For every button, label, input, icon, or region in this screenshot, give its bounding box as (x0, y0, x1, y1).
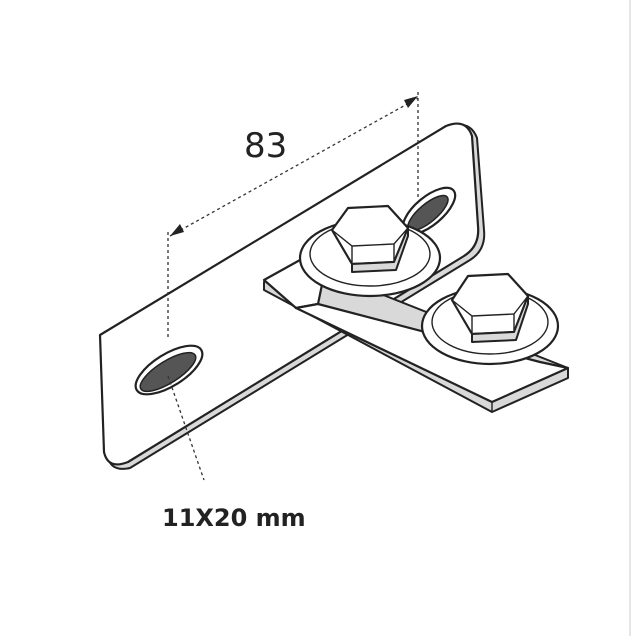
length-dimension-label: 83 (244, 126, 287, 166)
slot-dimension-label: 11X20 mm (162, 504, 306, 532)
slot-left (134, 344, 204, 396)
dimension-83 (167, 92, 419, 340)
arrowhead-left (170, 224, 184, 236)
slot-right (401, 186, 457, 236)
arrowhead-right (404, 96, 418, 108)
bolt-lower (420, 272, 560, 366)
bolt-upper (298, 204, 442, 298)
flange (262, 258, 570, 413)
slot-leader-line (167, 375, 205, 481)
